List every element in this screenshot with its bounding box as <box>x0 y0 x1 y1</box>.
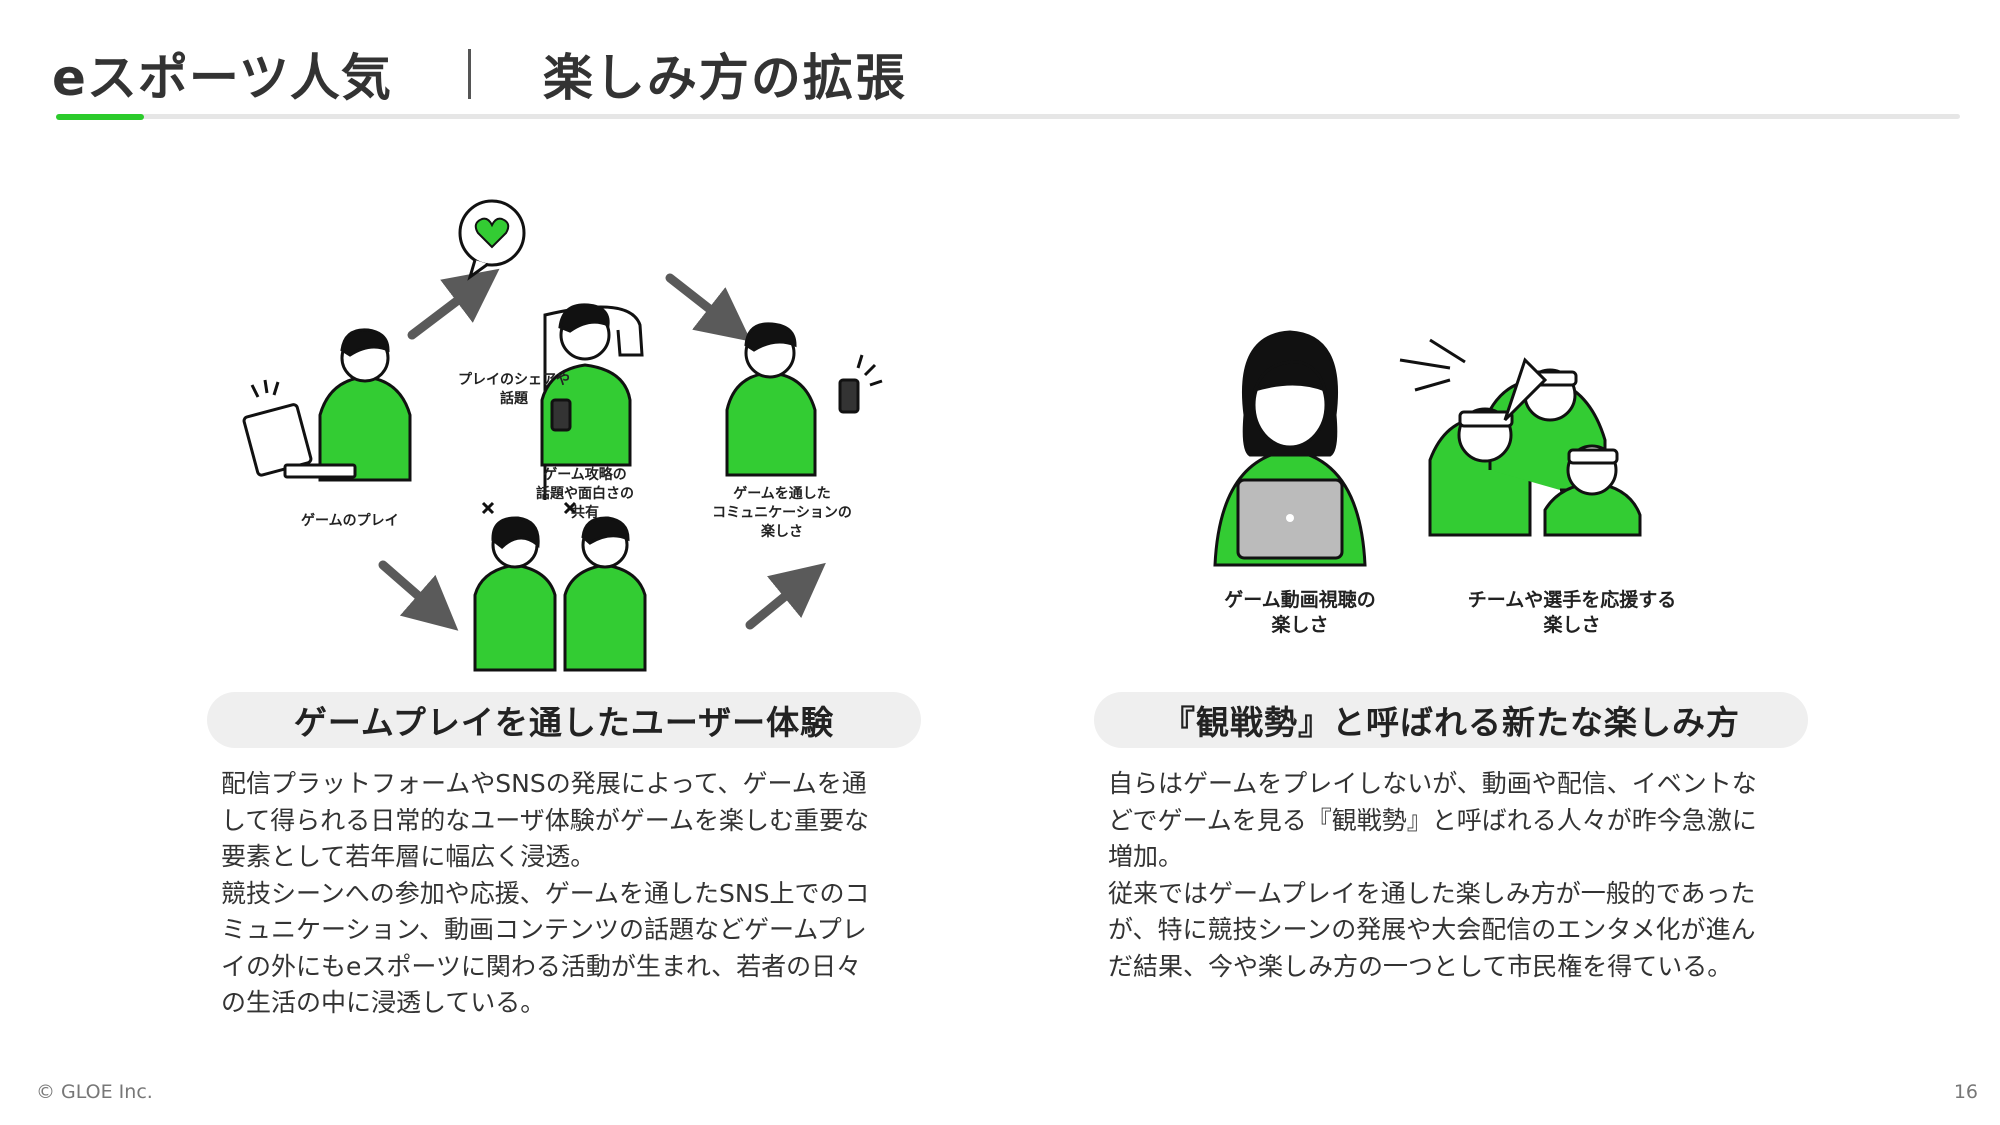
caption-strategy: ゲーム攻略の 話題や面白さの 共有 <box>536 467 634 521</box>
right-section-body: 自らはゲームをプレイしないが、動画や配信、イベントな どでゲームを見る『観戦勢』… <box>1108 769 1757 981</box>
cycle-arrows <box>378 268 826 631</box>
communicating-person <box>725 322 883 477</box>
slide-header: eスポーツ人気 楽しみ方の拡張 <box>52 34 907 114</box>
caption-share: プレイのシェアや 話題 <box>458 372 570 407</box>
chatting-pair <box>473 501 647 672</box>
title-divider <box>467 49 471 99</box>
viewer-person <box>1213 330 1367 567</box>
header-rule <box>56 114 1960 119</box>
left-section-body: 配信プラットフォームやSNSの発展によって、ゲームを通 して得られる日常的なユー… <box>221 769 870 1017</box>
right-section-heading: 『観戦勢』と呼ばれる新たな楽しみ方 <box>1094 692 1808 748</box>
arrow-communication-to-strategy <box>745 562 826 630</box>
arrow-play-to-strategy <box>378 560 459 631</box>
arrow-share-to-communication <box>665 273 752 342</box>
sharing-person <box>540 303 644 500</box>
caption-video-watching: ゲーム動画視聴の 楽しさ <box>1224 589 1376 636</box>
player-person <box>242 328 412 482</box>
page-title: eスポーツ人気 <box>52 49 392 107</box>
cycle-artwork <box>242 199 883 672</box>
spectator-illustration: ゲーム動画視聴の 楽しさ チームや選手を応援する 楽しさ <box>1180 320 1740 650</box>
caption-play: ゲームのプレイ <box>301 513 399 529</box>
copyright-notice: © GLOE Inc. <box>36 1081 153 1103</box>
heart-bubble <box>458 199 526 281</box>
cheering-group <box>1399 338 1642 537</box>
caption-communication: ゲームを通した コミュニケーションの 楽しさ <box>712 486 852 540</box>
spectator-artwork <box>1213 330 1642 567</box>
page-number: 16 <box>1953 1081 1978 1103</box>
arrow-play-to-share <box>407 268 500 340</box>
page-subtitle: 楽しみ方の拡張 <box>542 49 907 107</box>
caption-cheering: チームや選手を応援する 楽しさ <box>1467 589 1677 636</box>
gameplay-cycle-illustration: プレイのシェアや 話題 ゲームのプレイ ゲーム攻略の 話題や面白さの 共有 ゲー… <box>230 185 890 685</box>
left-section-heading: ゲームプレイを通したユーザー体験 <box>207 692 921 748</box>
header-rule-accent <box>56 114 144 120</box>
